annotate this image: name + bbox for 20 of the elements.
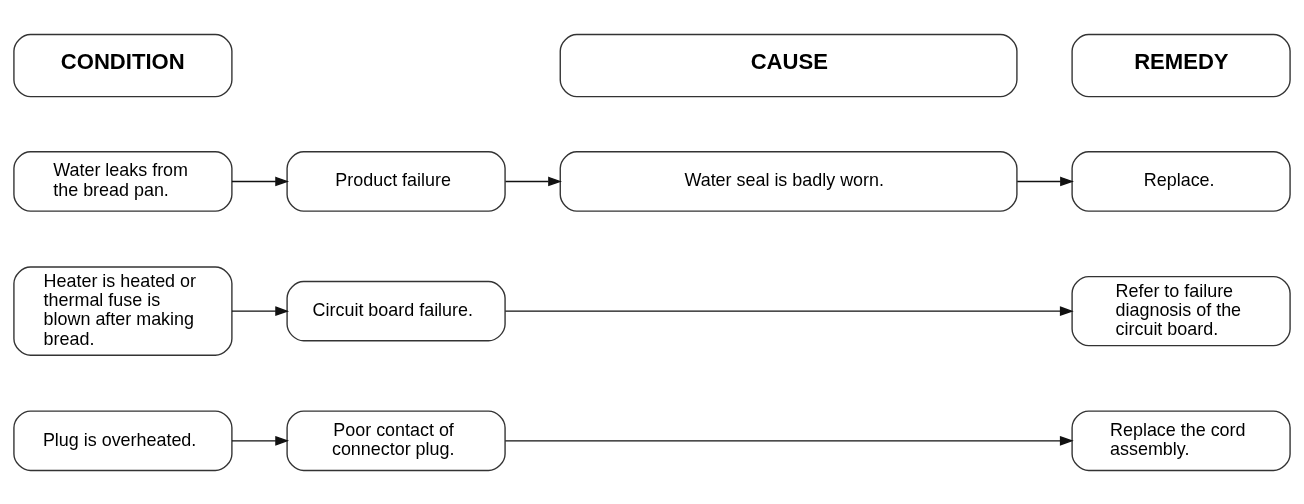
node-box: Poor contact of connector plug.	[286, 409, 506, 471]
arrow	[231, 176, 290, 186]
node-box: Product failure	[286, 150, 506, 212]
node-box: REMEDY	[1071, 33, 1291, 97]
arrow	[231, 435, 290, 446]
node-box: Water leaks from the bread pan.	[13, 150, 233, 212]
node-box: Circuit board failure.	[286, 280, 506, 341]
node-box: Plug is overheated.	[13, 409, 233, 471]
node-box: Water seal is badly worn.	[559, 150, 1018, 212]
arrow	[231, 305, 290, 316]
arrow	[504, 176, 562, 186]
node-box: CAUSE	[559, 33, 1018, 97]
node-box: Replace.	[1071, 150, 1291, 212]
node-box: Heater is heated or thermal fuse is blown after making bread.	[13, 265, 233, 356]
arrow	[504, 305, 1074, 316]
node-box: Refer to failure diagnosis of the circuit board.	[1071, 275, 1291, 346]
node-box: Replace the cord assembly.	[1071, 409, 1291, 471]
arrow	[504, 435, 1074, 446]
arrow	[1016, 176, 1074, 186]
node-box: CONDITION	[13, 33, 233, 97]
